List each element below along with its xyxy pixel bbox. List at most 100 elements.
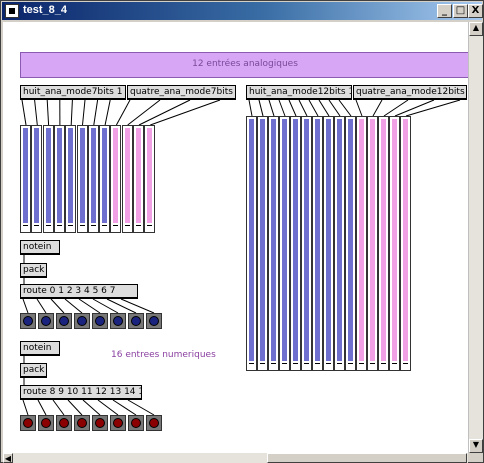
led-5[interactable] <box>92 313 108 329</box>
slider-knob[interactable] <box>337 363 342 368</box>
12bit-slider-15[interactable] <box>400 116 411 371</box>
led-1[interactable] <box>20 313 36 329</box>
slider-knob[interactable] <box>370 363 375 368</box>
close-button[interactable]: X <box>468 4 483 18</box>
scroll-up-icon[interactable]: ▲ <box>469 22 483 36</box>
led-8[interactable] <box>146 313 162 329</box>
patch-cords <box>21 99 461 416</box>
12bit-slider-9[interactable] <box>334 116 345 371</box>
slider-knob[interactable] <box>293 363 298 368</box>
object-quatre-ana-mode12bits[interactable]: quatre_ana_mode12bits 1 <box>353 85 467 100</box>
slider-track <box>45 128 51 223</box>
minimize-button[interactable]: _ <box>437 4 452 18</box>
12bit-slider-3[interactable] <box>268 116 279 371</box>
object-quatre-ana-mode7bits[interactable]: quatre_ana_mode7bits 1 <box>127 85 236 100</box>
12bit-slider-7[interactable] <box>312 116 323 371</box>
7bit-slider-11[interactable] <box>133 125 144 233</box>
12bit-slider-10[interactable] <box>345 116 356 371</box>
7bit-slider-12[interactable] <box>144 125 156 233</box>
slider-knob[interactable] <box>102 225 108 230</box>
slider-knob[interactable] <box>79 225 85 230</box>
horizontal-scrollbar[interactable]: ◀ <box>3 453 468 463</box>
patch-cord <box>22 298 29 314</box>
patch-cord <box>106 298 137 314</box>
12bit-slider-1[interactable] <box>246 116 257 371</box>
object-route-1[interactable]: route 0 1 2 3 4 5 6 7 <box>20 284 138 299</box>
7bit-slider-3[interactable] <box>42 125 54 233</box>
7bit-slider-7[interactable] <box>87 125 99 233</box>
title-bar[interactable]: test_8_4 _ □ X <box>2 2 483 20</box>
7bit-slider-5[interactable] <box>65 125 77 233</box>
7bit-slider-10[interactable] <box>121 125 133 233</box>
led-5[interactable] <box>92 415 108 431</box>
slider-knob[interactable] <box>403 363 408 368</box>
7bit-slider-9[interactable] <box>110 125 122 233</box>
slider-knob[interactable] <box>56 225 62 230</box>
slider-knob[interactable] <box>282 363 287 368</box>
slider-knob[interactable] <box>392 363 397 368</box>
slider-knob[interactable] <box>381 363 386 368</box>
7bit-slider-4[interactable] <box>53 125 65 233</box>
object-huit-ana-mode7bits[interactable]: huit_ana_mode7bits 1 <box>20 85 126 100</box>
led-4[interactable] <box>74 313 90 329</box>
object-notein-1[interactable]: notein <box>20 240 60 255</box>
scroll-thumb[interactable] <box>267 453 467 463</box>
12bit-slider-4[interactable] <box>279 116 290 371</box>
7bit-slider-6[interactable] <box>76 125 88 233</box>
vertical-scrollbar[interactable]: ▲ ▼ <box>468 22 483 453</box>
12bit-slider-6[interactable] <box>301 116 312 371</box>
slider-knob[interactable] <box>326 363 331 368</box>
12bit-slider-13[interactable] <box>378 116 389 371</box>
object-notein-2[interactable]: notein <box>20 341 60 356</box>
slider-knob[interactable] <box>249 363 254 368</box>
7bit-slider-2[interactable] <box>31 125 43 233</box>
slider-knob[interactable] <box>359 363 364 368</box>
maximize-button[interactable]: □ <box>453 4 468 18</box>
slider-track <box>68 128 74 223</box>
12bit-slider-12[interactable] <box>367 116 378 371</box>
12bit-slider-8[interactable] <box>323 116 334 371</box>
object-pack-2[interactable]: pack <box>20 363 47 378</box>
object-huit-ana-mode12bits[interactable]: huit_ana_mode12bits 1 <box>246 85 352 100</box>
slider-knob[interactable] <box>45 225 51 230</box>
slider-knob[interactable] <box>90 225 96 230</box>
led-3[interactable] <box>56 313 72 329</box>
led-7[interactable] <box>128 415 144 431</box>
scroll-down-icon[interactable]: ▼ <box>469 439 483 453</box>
led-6[interactable] <box>110 313 126 329</box>
slider-knob[interactable] <box>147 225 153 230</box>
12bit-slider-2[interactable] <box>257 116 268 371</box>
12bit-slider-5[interactable] <box>290 116 301 371</box>
slider-knob[interactable] <box>271 363 276 368</box>
led-2[interactable] <box>38 415 54 431</box>
slider-knob[interactable] <box>23 225 28 230</box>
7bit-slider-1[interactable] <box>20 125 31 233</box>
7bit-slider-8[interactable] <box>99 125 111 233</box>
slider-knob[interactable] <box>136 225 141 230</box>
slider-knob[interactable] <box>315 363 320 368</box>
led-7[interactable] <box>128 313 144 329</box>
led-2[interactable] <box>38 313 54 329</box>
led-1[interactable] <box>20 415 36 431</box>
slider-knob[interactable] <box>34 225 40 230</box>
patch-cord <box>115 99 131 126</box>
slider-knob[interactable] <box>68 225 74 230</box>
slider-knob[interactable] <box>260 363 265 368</box>
numeric-inputs-comment: 16 entrees numeriques <box>111 350 216 360</box>
led-4[interactable] <box>74 415 90 431</box>
object-route-2[interactable]: route 8 9 10 11 12 13 14 15 <box>20 385 142 400</box>
scroll-left-icon[interactable]: ◀ <box>3 453 13 463</box>
slider-knob[interactable] <box>348 363 353 368</box>
slider-knob[interactable] <box>304 363 309 368</box>
led-8[interactable] <box>146 415 162 431</box>
slider-knob[interactable] <box>124 225 130 230</box>
slider-knob[interactable] <box>113 225 119 230</box>
12bit-slider-14[interactable] <box>389 116 400 371</box>
patch-cord <box>67 399 83 416</box>
object-pack-1[interactable]: pack <box>20 263 47 278</box>
led-6[interactable] <box>110 415 126 431</box>
12bit-slider-11[interactable] <box>356 116 367 371</box>
patch-canvas[interactable]: 12 entrées analogiques huit_ana_mode7bit… <box>3 22 470 453</box>
patch-cord <box>394 99 435 117</box>
led-3[interactable] <box>56 415 72 431</box>
